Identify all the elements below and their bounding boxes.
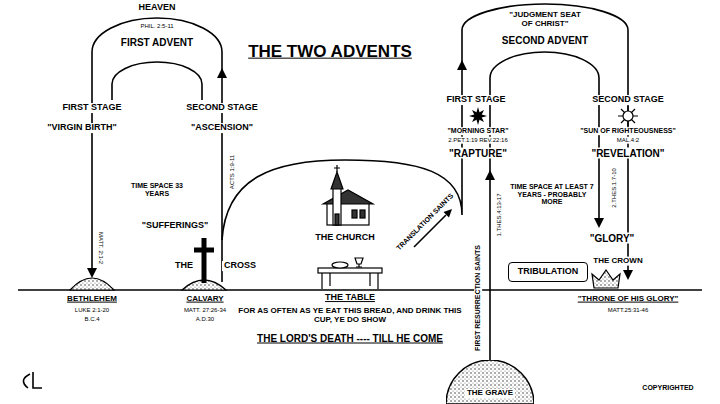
diagram-label: MAL.4:2 [615,137,641,144]
diagram-label: COPYRIGHTED [640,384,695,392]
diagram-label: FIRST STAGE [61,103,124,113]
diagram-title: THE TWO ADVENTS [246,43,414,62]
diagram-label: LUKE 2:1-20 [73,307,111,314]
arrowhead [217,68,227,78]
church-window [360,210,365,218]
church-cross [334,165,340,172]
verse-reference: FIRST RESURRECTION SAINTS [474,243,482,353]
diagram-label: "THRONE OF HIS GLORY" [576,295,681,304]
diagram-label: "SUFFERINGS" [140,221,211,231]
table-top [318,268,382,273]
crown-symbol [592,270,620,288]
bread [332,262,348,268]
tribulation-box: TRIBULATION [508,262,588,282]
diagram-label: TIME SPACE AT LEAST 7 YEARS - PROBABLY M… [506,183,598,206]
diagram-label: A.D.30 [194,316,216,323]
diagram-label: "REVELATION" [589,148,666,159]
verse-reference: 1.THES.4:13-17 [496,191,503,238]
sun-rays [618,106,638,126]
diagram-label: TIME SPACE 33 YEARS [124,182,190,197]
diagram-label: HEAVEN [137,3,178,13]
diagram-label: BETHLEHEM [65,295,119,304]
diagram-label: FIRST STAGE [445,95,508,105]
diagram-label: FIRST ADVENT [119,37,195,48]
diagram-label: "MORNING STAR" [446,127,511,135]
node-text: TRIBULATION [518,267,578,277]
arrowhead [444,209,453,218]
church-door [335,214,339,225]
node-text: THE GRAVE [465,389,515,398]
church-spire [331,172,343,189]
star [469,107,487,125]
sun-symbol [618,106,638,126]
arrowhead [457,60,467,70]
cross-post [202,238,207,283]
diagram-label: SECOND STAGE [184,103,259,113]
diagram-label: THE [173,261,195,271]
verse-reference: TRANSLATION SAINTS [394,191,457,254]
arrowhead [485,170,495,180]
diagram-label: 2.PET.1:19 REV.22:16 [446,137,510,144]
table-legs [322,273,378,289]
table-symbol [318,258,382,289]
bethlehem-mound [70,278,114,290]
grave-dome-shape [446,360,534,404]
grave-dome: THE GRAVE [446,360,534,404]
verse-reference: 2.THES.1:7-10 [611,166,618,210]
arrowheads [87,60,633,280]
church-roof [323,190,373,204]
diagram-label: SECOND STAGE [590,95,665,105]
verse-reference: MATT. 2:1-2 [98,230,105,266]
arrowhead [594,218,604,228]
diagram-label: B.C.4 [82,316,101,323]
cross-bar [194,248,214,253]
church-window [352,210,357,218]
morning-star-symbol [469,107,487,125]
monogram [23,372,42,388]
diagram-label: FOR AS OFTEN AS YE EAT THIS BREAD, AND D… [228,307,472,325]
diagram-label: "RAPTURE" [447,148,509,159]
diagram-label: THE TABLE [323,293,377,303]
cup [355,258,363,267]
diagram-label: "ASCENSION" [189,123,255,133]
diagram-label: MATT. 27:26-34 [182,307,228,314]
diagram-label: "GLORY" [588,233,637,244]
arrowhead [623,270,633,280]
church-tower [333,188,341,225]
ground-line [18,289,702,291]
arrowhead [87,268,97,278]
diagram-label: "VIRGIN BIRTH" [45,123,119,133]
diagram-label: THE CHURCH [313,233,377,243]
diagram-label: CALVARY [184,295,225,304]
diagram-label: MATT.25:31-46 [606,307,651,314]
diagram-label: SECOND ADVENT [500,35,590,46]
diagram-label: "SUN OF RIGHTEOUSNESS" [578,127,678,135]
sun-disc [623,111,633,121]
diagram-label: THE CROWN [591,257,644,266]
star [472,110,484,122]
first-advent-inner-arch [112,62,202,100]
advent-lines [18,4,702,360]
diagram-label: CROSS [222,261,258,271]
verse-reference: ACTS 1:9-11 [229,153,236,191]
diagram-label: PHIL. 2:5-11 [138,23,175,30]
diagram-label: "JUDGMENT SEAT OF CHRIST" [503,11,587,29]
diagram-label: THE LORD'S DEATH ---- TILL HE COME [255,333,445,344]
church-and-second-advent-arch [222,4,628,272]
cross-symbol [194,238,214,283]
church-symbol [323,165,373,225]
